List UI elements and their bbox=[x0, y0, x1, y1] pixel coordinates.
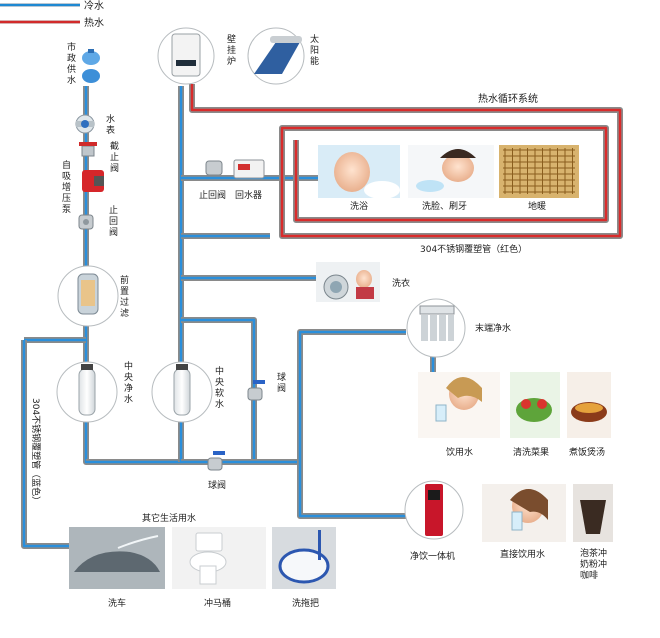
filter-mesh-icon bbox=[81, 280, 95, 306]
laundry-card: 洗衣 bbox=[316, 262, 410, 302]
floor-heat-card: 地暖 bbox=[499, 145, 579, 212]
mop-bucket-icon bbox=[278, 548, 330, 584]
hot-pipe-1 bbox=[190, 84, 622, 238]
water-meter: 水表 bbox=[75, 113, 115, 136]
bath-label: 洗浴 bbox=[350, 200, 368, 212]
cold-pipe-11 bbox=[181, 318, 256, 462]
direct-drink-card: 直接饮用水 bbox=[482, 484, 566, 560]
ball-valve-a-handle-icon bbox=[253, 380, 265, 384]
cold-pipe-13-outline bbox=[297, 329, 406, 462]
tea-label: 泡茶冲奶粉冲咖啡 bbox=[580, 547, 607, 581]
floor-heating-coil-icon bbox=[503, 148, 575, 194]
solar-panel-icon bbox=[254, 42, 300, 74]
central-softener-label: 中央软水 bbox=[215, 365, 224, 410]
cold-pipe-13 bbox=[298, 330, 406, 462]
terminal-purifier-label: 末端净水 bbox=[475, 322, 511, 334]
cooking-label: 煮饭煲汤 bbox=[569, 446, 605, 458]
check-valve-hot-label: 止回阀 bbox=[199, 189, 226, 201]
pipe-network bbox=[21, 84, 623, 549]
prefilter-label: 前置过滤 bbox=[120, 274, 129, 319]
glass-icon bbox=[435, 404, 447, 422]
cold-pipe-4 bbox=[22, 340, 70, 548]
meter-dial-icon bbox=[81, 120, 89, 128]
pipe-blue-label: 304不锈钢覆塑管（蓝色） bbox=[30, 398, 42, 505]
car-wash-label: 洗车 bbox=[108, 597, 126, 609]
car-icon bbox=[74, 551, 160, 572]
other-uses-title: 其它生活用水 bbox=[142, 512, 196, 524]
pipe-blue-text: 304不锈钢覆塑管（蓝色） bbox=[30, 398, 42, 505]
bath-card: 洗浴 bbox=[318, 145, 400, 212]
toilet-label: 冲马桶 bbox=[204, 597, 231, 609]
booster-pump-label: 自吸增压泵 bbox=[62, 159, 71, 215]
legend-cold-label: 冷水 bbox=[84, 0, 104, 12]
toilet-card: 冲马桶 bbox=[172, 527, 266, 609]
face-icon bbox=[442, 154, 474, 182]
central-purifier-label: 中央净水 bbox=[124, 360, 133, 405]
cold-pipe-14-outline bbox=[297, 462, 406, 519]
drinking-glass-icon bbox=[511, 511, 523, 531]
terminal-purifier: 末端净水 bbox=[406, 298, 511, 358]
face-wash-card: 洗脸、刷牙 bbox=[408, 145, 494, 212]
water-meter-label: 水表 bbox=[106, 113, 115, 136]
drinking-card: 饮用水 bbox=[418, 372, 500, 458]
solar-heater: 太阳能 bbox=[247, 27, 319, 85]
stop-valve-handle-icon bbox=[79, 142, 97, 146]
check-valve-main-label: 止回阀 bbox=[109, 204, 118, 238]
wash-veg-card: 清洗菜果 bbox=[510, 372, 560, 458]
wall-boiler: 壁挂炉 bbox=[157, 27, 236, 85]
return-device-label: 回水器 bbox=[235, 189, 262, 201]
vegetable-icon bbox=[516, 398, 552, 422]
tea-card: 泡茶冲奶粉冲咖啡 bbox=[573, 484, 613, 581]
wash-veg-label: 清洗菜果 bbox=[513, 446, 549, 458]
mop-label: 洗拖把 bbox=[292, 597, 319, 609]
cold-pipe-14 bbox=[298, 462, 406, 518]
legend: 冷水 热水 bbox=[0, 0, 104, 29]
return-device-display-icon bbox=[238, 164, 250, 170]
cooking-card: 煮饭煲汤 bbox=[567, 372, 611, 458]
legend-cold-swatch bbox=[0, 4, 80, 6]
legend-hot: 热水 bbox=[0, 16, 104, 29]
booster-pump: 自吸增压泵 bbox=[62, 159, 104, 215]
ball-valve-b-handle-icon bbox=[213, 451, 225, 455]
legend-hot-label: 热水 bbox=[84, 16, 104, 29]
laundry-label: 洗衣 bbox=[392, 277, 410, 289]
water-dispenser: 净饮一体机 bbox=[404, 480, 464, 562]
boiler-label: 壁挂炉 bbox=[227, 33, 236, 67]
cold-pipe-2 bbox=[84, 421, 300, 464]
return-device: 回水器 bbox=[233, 159, 265, 201]
check-valve-hot: 止回阀 bbox=[199, 160, 226, 201]
car-wash-card: 洗车 bbox=[69, 527, 165, 609]
solar-label: 太阳能 bbox=[310, 33, 319, 67]
ball-valve-a: 球阀 bbox=[247, 371, 286, 401]
washing-machine-icon bbox=[330, 281, 342, 293]
coffee-pot-icon bbox=[580, 500, 606, 534]
floor-heat-label: 地暖 bbox=[528, 200, 546, 212]
boiler-panel-icon bbox=[176, 60, 196, 66]
legend-hot-swatch bbox=[0, 21, 80, 23]
mop-card: 洗拖把 bbox=[272, 527, 336, 609]
central-softener: 中央软水 bbox=[151, 361, 224, 423]
drinking-label: 饮用水 bbox=[446, 446, 473, 458]
hot-loop-label: 热水循环系统 bbox=[478, 92, 538, 105]
stop-valve-label: 截止阀 bbox=[110, 140, 119, 174]
ball-valve-b-label: 球阀 bbox=[208, 479, 226, 491]
stop-valve: 截止阀 bbox=[79, 140, 119, 174]
municipal-supply: 市政供水 bbox=[67, 41, 100, 86]
pipe-red-label: 304不锈钢覆塑管（红色） bbox=[420, 243, 527, 255]
check-valve-main: 止回阀 bbox=[78, 204, 118, 238]
ball-valve-b: 球阀 bbox=[207, 451, 226, 491]
dispenser-label: 净饮一体机 bbox=[410, 550, 455, 562]
prefilter: 前置过滤 bbox=[57, 265, 129, 327]
municipal-label: 市政供水 bbox=[67, 41, 76, 86]
cold-pipe-2-outline bbox=[83, 421, 300, 465]
water-bottles-icon bbox=[82, 49, 100, 83]
baby-icon bbox=[334, 152, 370, 192]
legend-cold: 冷水 bbox=[0, 0, 104, 12]
direct-drink-label: 直接饮用水 bbox=[500, 548, 545, 560]
central-purifier: 中央净水 bbox=[56, 360, 133, 423]
ball-valve-a-label: 球阀 bbox=[277, 371, 286, 394]
face-wash-label: 洗脸、刷牙 bbox=[422, 200, 467, 212]
